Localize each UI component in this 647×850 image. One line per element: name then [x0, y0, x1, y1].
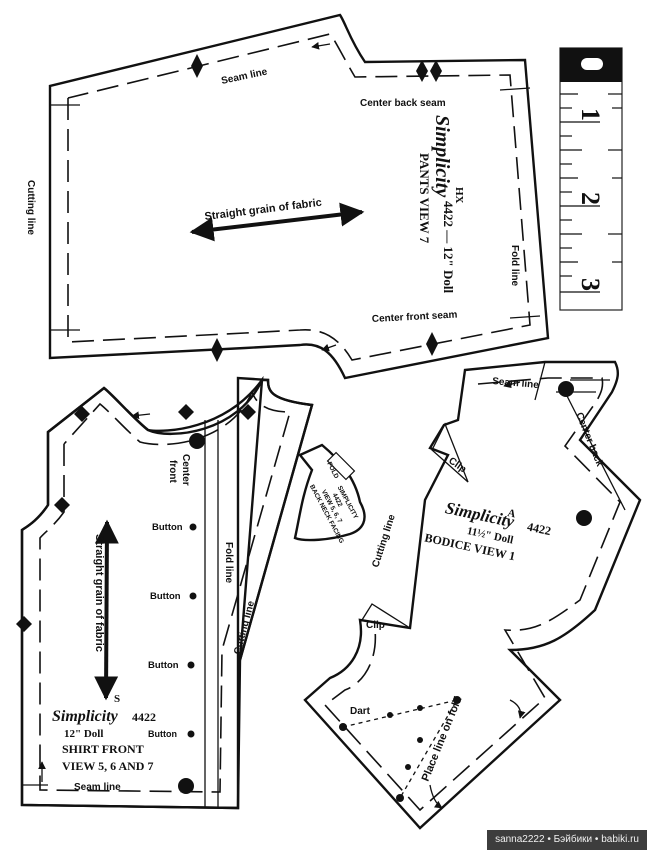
button-marker: [189, 592, 197, 600]
shirt-front-pattern-piece: Center front Button Button Button Button…: [16, 375, 314, 810]
bodice-dart-label: Dart: [350, 706, 371, 717]
pants-center-front-seam-label: Center front seam: [372, 310, 458, 325]
notch-diamond: [430, 60, 442, 82]
ruler-ticks: [560, 93, 622, 293]
pants-cutting-outline: [48, 13, 550, 380]
shirt-cutting-line-label: Cutting line: [232, 599, 257, 655]
bodice-place-on-fold-label: Place line on fold: [420, 695, 465, 783]
bodice-pattern-piece: Seam line Center back Clip A Simplicity …: [303, 360, 642, 830]
back-neck-facing-piece: FOLD SIMPLICITY 4422 VIEW 5, 6, 7 BACK N…: [293, 443, 366, 545]
center-back-top-dot: [558, 381, 574, 397]
facing-outline: [293, 443, 366, 542]
bodice-pattern-info: A Simplicity 4422 11½" Doll BODICE VIEW …: [423, 498, 552, 563]
shirt-pattern-info: S Simplicity 4422 12" Doll SHIRT FRONT V…: [52, 693, 156, 793]
inch-ruler: 1 2 3: [559, 47, 623, 311]
pants-pattern-info: Simplicity HX 4422 — 12" Doll PANTS VIEW…: [417, 115, 465, 293]
shirt-seam-line-label: Seam line: [74, 782, 121, 793]
pants-seam-outline: [67, 33, 531, 361]
pants-seam-line-label: Seam line: [220, 66, 268, 87]
button-marker: [189, 523, 197, 531]
pants-pattern-number: 4422 — 12" Doll: [441, 201, 456, 293]
shirt-button-label: Button: [148, 660, 179, 671]
bodice-code: A: [506, 507, 516, 520]
pants-piece-name: PANTS VIEW 7: [417, 153, 432, 244]
notch-diamond: [211, 338, 223, 362]
shirt-code: S: [114, 693, 120, 705]
pants-code: HX: [453, 187, 465, 204]
notch-diamond: [178, 404, 194, 420]
shirt-front-label: front: [167, 460, 178, 483]
shirt-piece-line1: SHIRT FRONT: [62, 742, 144, 756]
notch-diamond: [426, 332, 438, 356]
shirt-button-label: Button: [152, 522, 183, 533]
shirt-brand: Simplicity: [52, 708, 119, 725]
bodice-cutting-outline: [303, 360, 642, 830]
pants-center-back-seam-label: Center back seam: [360, 98, 446, 109]
shirt-doll: 12" Doll: [64, 728, 103, 740]
bodice-cutting-line-label: Cutting line: [370, 513, 398, 569]
shirt-number: 4422: [132, 710, 156, 724]
ruler-number-2: 2: [576, 192, 605, 205]
bodice-clip-bottom-label: Clip: [366, 620, 385, 631]
notch-diamond: [16, 616, 32, 632]
center-back-bottom-dot: [576, 510, 592, 526]
bodice-seam-outline: [323, 377, 621, 812]
shirt-piece-line2: VIEW 5, 6 AND 7: [62, 759, 153, 773]
shirt-seam-outline: [39, 389, 292, 793]
notch-diamond: [191, 54, 203, 78]
shirt-fold-line-label: Fold line: [223, 542, 234, 584]
notch-diamond: [240, 404, 256, 420]
pants-pattern-piece: Seam line Center back seam Cutting line …: [25, 13, 550, 380]
notch-diamond: [416, 60, 428, 82]
shirt-grain-label: Straight grain of fabric: [93, 534, 105, 652]
button-marker: [187, 661, 195, 669]
pants-cutting-line-label: Cutting line: [25, 180, 36, 235]
pants-fold-line-label: Fold line: [509, 245, 520, 287]
bodice-seam-line-label: Seam line: [492, 376, 540, 391]
ruler-number-3: 3: [576, 278, 605, 291]
center-front-dot: [189, 433, 205, 449]
shirt-button-label: Button: [150, 591, 181, 602]
button-marker: [187, 730, 195, 738]
facing-labels: FOLD SIMPLICITY 4422 VIEW 5, 6, 7 BACK N…: [308, 461, 359, 545]
notch-diamond: [54, 497, 70, 513]
bodice-number: 4422: [526, 520, 552, 539]
bodice-brand: Simplicity: [444, 498, 517, 531]
notch-diamond: [74, 406, 90, 422]
ruler-number-1: 1: [576, 108, 605, 121]
pants-brand: Simplicity: [431, 115, 453, 197]
watermark-credit: sanna2222 • Бэйбики • babiki.ru: [487, 830, 647, 850]
shirt-center-label: Center: [180, 454, 191, 486]
shirt-button-label: Button: [148, 729, 177, 739]
seam-dot: [178, 778, 194, 794]
